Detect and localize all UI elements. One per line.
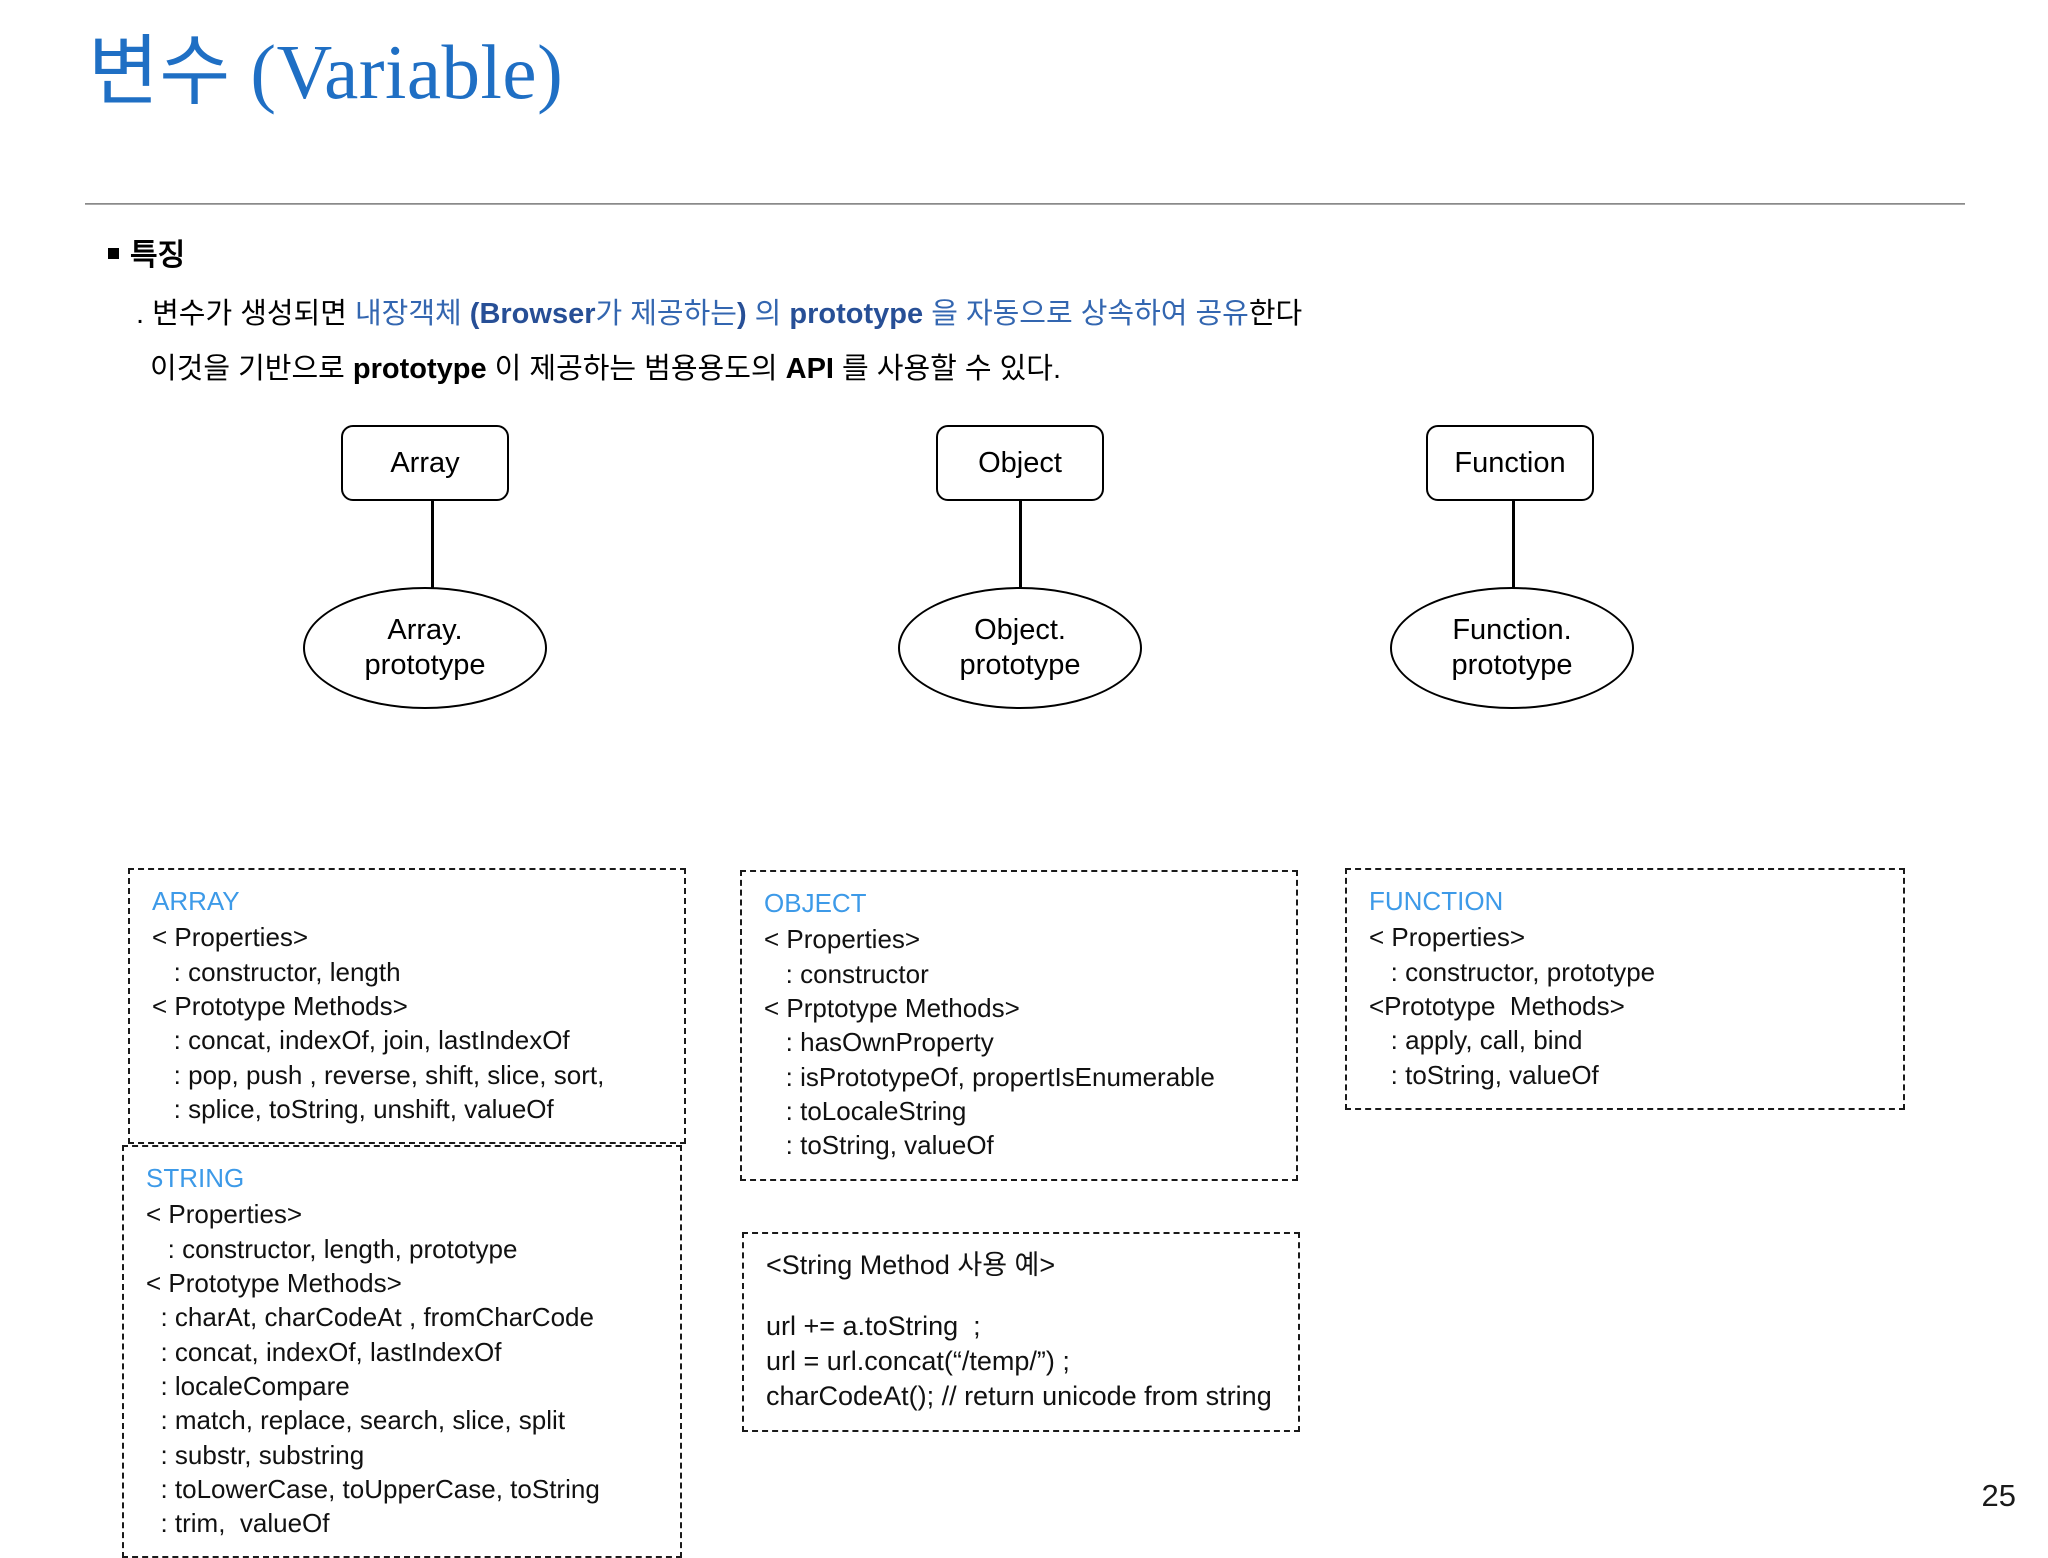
- node-ellipse-object-line2: prototype: [959, 649, 1081, 681]
- info-box-string-line: : toLowerCase, toUpperCase, toString: [146, 1473, 600, 1504]
- body-l2-part5: 를 사용할 수 있다.: [833, 353, 1062, 385]
- info-box-array-header: ARRAY: [152, 886, 240, 916]
- node-box-object: Object: [936, 425, 1104, 501]
- info-box-function-line: : toString, valueOf: [1369, 1059, 1599, 1090]
- info-box-array-line: : splice, toString, unshift, valueOf: [152, 1093, 554, 1124]
- example-title: <String Method 사용 예>: [766, 1250, 1056, 1280]
- info-box-object-line: : toString, valueOf: [764, 1130, 994, 1161]
- node-ellipse-object: Object. prototype: [898, 587, 1142, 709]
- node-ellipse-function-line1: Function.: [1452, 613, 1572, 646]
- node-box-array: Array: [341, 425, 509, 501]
- body-l1-seg5: 의: [754, 298, 790, 330]
- bullet-heading-label: 특징: [130, 239, 186, 272]
- node-box-function: Function: [1426, 425, 1594, 501]
- info-box-function-line: <Prototype Methods>: [1369, 990, 1625, 1021]
- info-box-string-line: : localeCompare: [146, 1370, 350, 1401]
- body-l1-seg2: (Browser: [469, 298, 596, 330]
- prototype-diagram: Array Array. prototype Object Object. pr…: [0, 415, 2048, 735]
- body-l1-seg4: ): [736, 298, 755, 330]
- info-box-string-header: STRING: [146, 1163, 245, 1193]
- body-l1-tail: 한다: [1248, 298, 1303, 330]
- node-ellipse-function: Function. prototype: [1390, 587, 1634, 709]
- info-box-object-line: : hasOwnProperty: [764, 1027, 994, 1058]
- info-box-array-line: : constructor, length: [152, 956, 401, 987]
- info-box-object-line: : constructor: [764, 958, 929, 989]
- info-box-array-line: : pop, push , reverse, shift, slice, sor…: [152, 1059, 605, 1090]
- info-box-string-line: : charAt, charCodeAt , fromCharCode: [146, 1302, 594, 1333]
- info-box-function: FUNCTION < Properties> : constructor, pr…: [1345, 868, 1905, 1110]
- body-l1-seg6: prototype: [789, 298, 932, 330]
- info-box-function-line: : constructor, prototype: [1369, 956, 1656, 987]
- info-box-string: STRING < Properties> : constructor, leng…: [122, 1145, 682, 1558]
- info-box-string-line: : substr, substring: [146, 1439, 365, 1470]
- info-box-string-line: < Properties>: [146, 1199, 303, 1230]
- info-box-array-line: < Prototype Methods>: [152, 990, 408, 1021]
- example-code-line: url += a.toString ;: [766, 1311, 981, 1342]
- body-l1-seg3: 가 제공하는: [595, 298, 737, 330]
- info-box-string-line: : constructor, length, prototype: [146, 1233, 518, 1264]
- node-box-object-label: Object: [978, 446, 1062, 479]
- info-box-string-line: : concat, indexOf, lastIndexOf: [146, 1336, 502, 1367]
- page-title: 변수 (Variable): [88, 29, 564, 115]
- node-box-function-label: Function: [1454, 446, 1566, 479]
- body-l1-seg7: 을 자동으로 상속하여 공유: [931, 298, 1249, 330]
- example-code-line: url = url.concat(“/temp/”) ;: [766, 1346, 1070, 1377]
- node-ellipse-array-line1: Array.: [387, 613, 463, 646]
- info-box-object-line: < Properties>: [764, 924, 921, 955]
- node-ellipse-object-line1: Object.: [974, 613, 1066, 646]
- body-l2-part1: 이것을 기반으로: [150, 353, 353, 385]
- connector-line-object: [1019, 501, 1022, 588]
- info-box-string-line: : trim, valueOf: [146, 1508, 330, 1539]
- square-bullet-icon: [108, 247, 119, 259]
- page-number: 25: [1981, 1478, 2016, 1513]
- info-box-string-example: <String Method 사용 예> url += a.toString ;…: [742, 1232, 1300, 1433]
- info-box-function-line: : apply, call, bind: [1369, 1025, 1583, 1056]
- info-box-function-header: FUNCTION: [1369, 886, 1504, 916]
- info-box-array: ARRAY < Properties> : constructor, lengt…: [128, 868, 686, 1145]
- example-spacer: [766, 1283, 1280, 1309]
- body-l1-seg1: 내장객체: [355, 298, 470, 330]
- info-box-object-line: : toLocaleString: [764, 1095, 967, 1126]
- info-box-array-line: : concat, indexOf, join, lastIndexOf: [152, 1025, 570, 1056]
- node-box-array-label: Array: [390, 446, 460, 479]
- example-code-line: charCodeAt(); // return unicode from str…: [766, 1381, 1272, 1412]
- node-ellipse-array: Array. prototype: [303, 587, 547, 709]
- info-box-string-line: : match, replace, search, slice, split: [146, 1405, 566, 1436]
- body-l1-prefix: . 변수가 생성되면: [136, 298, 355, 330]
- connector-line-array: [431, 501, 434, 588]
- info-box-object-line: < Prptotype Methods>: [764, 992, 1020, 1023]
- info-box-string-line: < Prototype Methods>: [146, 1267, 402, 1298]
- bullet-heading: 특징: [108, 230, 185, 274]
- connector-line-function: [1512, 501, 1515, 588]
- body-paragraph-line-2: 이것을 기반으로 prototype 이 제공하는 범용용도의 API 를 사용…: [150, 345, 1061, 387]
- body-paragraph-line-1: . 변수가 생성되면 내장객체 (Browser가 제공하는) 의 protot…: [136, 290, 1302, 332]
- body-l2-part4: API: [785, 353, 834, 385]
- info-box-object: OBJECT < Properties> : constructor < Prp…: [740, 870, 1298, 1181]
- body-l2-part2: prototype: [352, 353, 487, 385]
- info-box-object-header: OBJECT: [764, 888, 867, 918]
- node-ellipse-function-line2: prototype: [1451, 649, 1573, 681]
- title-divider: [85, 203, 1965, 205]
- info-box-array-line: < Properties>: [152, 922, 309, 953]
- info-box-function-line: < Properties>: [1369, 922, 1526, 953]
- info-box-object-line: : isPrototypeOf, propertIsEnumerable: [764, 1061, 1215, 1092]
- body-l2-part3: 이 제공하는 범용용도의: [486, 353, 786, 385]
- node-ellipse-array-line2: prototype: [364, 649, 486, 681]
